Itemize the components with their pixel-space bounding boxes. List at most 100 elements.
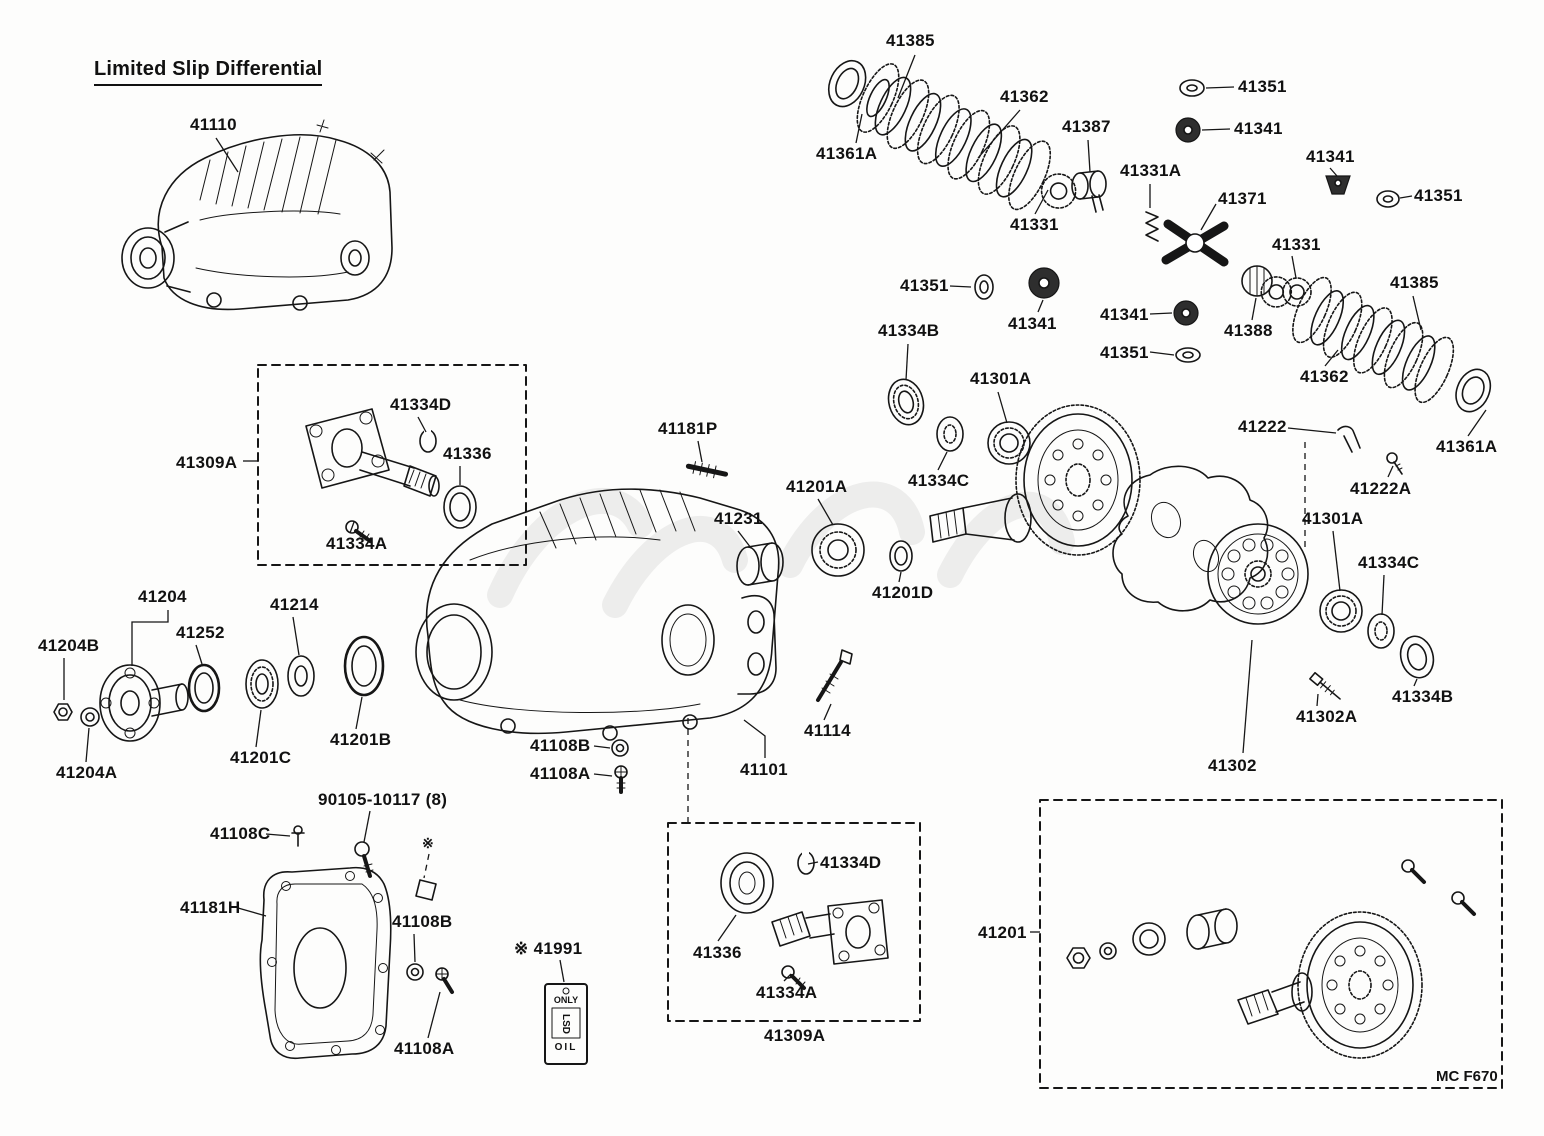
side-retainer-a-drawing xyxy=(305,408,477,543)
part-number-label: 41309A xyxy=(176,453,238,472)
oil-tag-mid-text: LSD xyxy=(560,1014,572,1034)
leader-line xyxy=(1251,297,1257,321)
part-number-label: 41201B xyxy=(330,730,392,749)
side-bearing-right-group xyxy=(1309,425,1435,700)
leader-line xyxy=(1242,639,1253,754)
part-number-label: 41361A xyxy=(816,144,878,163)
part-number-label: 41334B xyxy=(1392,687,1454,706)
leader-line xyxy=(717,914,737,942)
part-number-label: 41331A xyxy=(1120,161,1182,180)
part-number-label: 41222 xyxy=(1238,417,1287,436)
differential-case-drawing xyxy=(1112,465,1309,625)
leader-line xyxy=(195,644,203,665)
housing-small-parts xyxy=(611,461,913,794)
part-number-label: 41108B xyxy=(530,736,591,755)
part-number-label: 41334D xyxy=(820,853,882,872)
part-number-label: 41108C xyxy=(210,824,271,843)
leader-line xyxy=(855,113,863,144)
part-number-label: 41231 xyxy=(714,509,763,528)
main-housing-drawing xyxy=(415,488,780,741)
part-number-label: 90105-10117 (8) xyxy=(318,790,448,809)
spring-41331a-drawing xyxy=(1145,211,1159,242)
oil-tag-bottom-text: OIL xyxy=(554,1042,578,1053)
small-parts-top-right xyxy=(974,79,1400,363)
leader-line xyxy=(355,696,363,730)
leader-line xyxy=(1381,574,1385,616)
leader-line xyxy=(237,907,267,917)
leader-line xyxy=(265,833,291,837)
part-number-label: 41201D xyxy=(872,583,934,602)
leader-line xyxy=(1149,351,1175,356)
part-number-label: 41361A xyxy=(1436,437,1498,456)
rear-cover-drawing xyxy=(259,866,392,1060)
part-number-label: ※ xyxy=(422,835,435,851)
pinion-bearing-group xyxy=(887,378,1031,465)
part-number-label: 41222A xyxy=(1350,479,1412,498)
part-number-label: 41181P xyxy=(658,419,718,438)
spider-cross-drawing xyxy=(1161,219,1229,267)
part-number-label: 41336 xyxy=(693,943,742,962)
leader-line xyxy=(593,773,613,777)
retainer-kit-box-b xyxy=(667,822,921,1022)
part-number-label: 41341 xyxy=(1234,119,1283,138)
leader-line xyxy=(1201,128,1231,131)
part-number-label: 41371 xyxy=(1218,189,1267,208)
clutch-pack-front-drawing xyxy=(827,59,1077,211)
part-number-label: 41362 xyxy=(1000,87,1049,106)
leader-line xyxy=(949,285,972,288)
carrier-housing-drawing xyxy=(121,119,393,311)
part-number-label: 41201A xyxy=(786,477,848,496)
part-number-label: 41341 xyxy=(1306,147,1355,166)
part-number-label: 41334C xyxy=(1358,553,1420,572)
leader-line xyxy=(1034,189,1049,215)
part-number-label: 41108A xyxy=(394,1039,455,1058)
part-number-label: 41351 xyxy=(1414,186,1463,205)
part-number-label: 41302A xyxy=(1296,707,1358,726)
leader-line xyxy=(559,959,565,983)
part-number-label: 41336 xyxy=(443,444,492,463)
part-number-label: 41201 xyxy=(978,923,1027,942)
part-number-label: 41331 xyxy=(1272,235,1321,254)
leader-line xyxy=(131,610,169,666)
leader-line xyxy=(1037,299,1044,313)
part-number-label: 41204 xyxy=(138,587,187,606)
part-number-label: 41334A xyxy=(326,534,388,553)
part-number-label: 41181H xyxy=(180,898,241,917)
leader-line xyxy=(898,571,902,583)
leader-line xyxy=(743,719,766,758)
leader-line xyxy=(427,991,441,1039)
part-number-label: 41334A xyxy=(756,983,818,1002)
part-number-label: 41108A xyxy=(530,764,591,783)
side-retainer-b-drawing xyxy=(720,851,889,990)
drawing-code: MC F670 xyxy=(1436,1068,1498,1085)
leader-line xyxy=(1399,195,1413,199)
leader-line xyxy=(593,745,611,749)
oil-tag-top-text: ONLY xyxy=(553,995,579,1005)
final-gear-kit-drawing xyxy=(1066,859,1476,1059)
retainer-kit-box-a xyxy=(257,364,527,566)
part-number-label: 41334C xyxy=(908,471,970,490)
shaft-41387-drawing xyxy=(1071,170,1107,213)
leader-line xyxy=(1205,86,1235,89)
leader-line xyxy=(215,137,239,173)
leader-line xyxy=(905,343,909,381)
part-number-label: 41351 xyxy=(900,276,949,295)
part-number-label: 41214 xyxy=(270,595,319,614)
part-number-label: 41385 xyxy=(886,31,935,50)
leader-line xyxy=(85,727,90,763)
leader-line xyxy=(413,933,416,963)
leader-line xyxy=(1316,693,1319,707)
part-number-label: 41302 xyxy=(1208,756,1257,775)
leader-line xyxy=(737,530,752,549)
leader-line xyxy=(292,616,300,656)
oil-tag-drawing xyxy=(544,983,588,1065)
leader-line xyxy=(1387,465,1394,478)
leader-line xyxy=(1287,427,1337,434)
part-number-label: 41351 xyxy=(1238,77,1287,96)
leader-line xyxy=(255,709,262,748)
part-number-label: 41334B xyxy=(878,321,940,340)
leader-line xyxy=(807,861,819,865)
